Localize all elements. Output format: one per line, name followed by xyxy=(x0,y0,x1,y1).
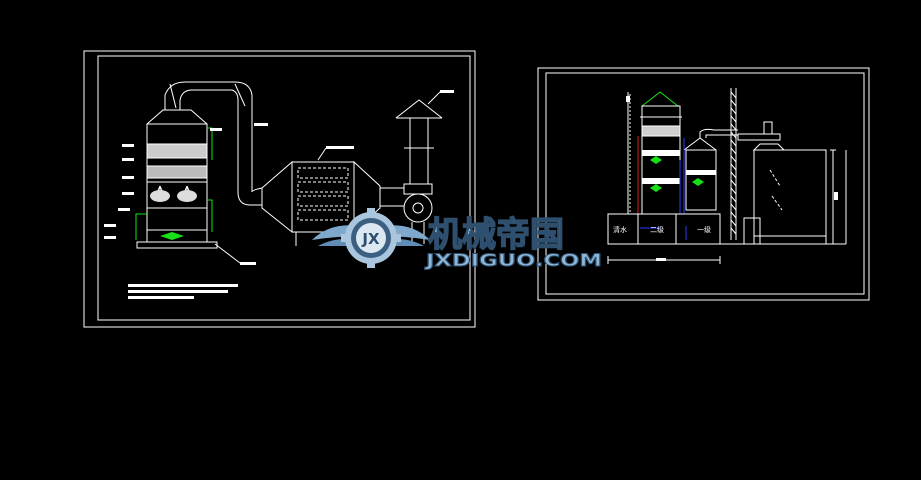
spray-scrubber-tower xyxy=(135,109,218,249)
exhaust-fan-and-stack xyxy=(380,90,454,244)
gas-duct xyxy=(164,81,268,206)
watermark-title: 机械帝国 xyxy=(428,215,564,255)
right-sheet-outer-frame xyxy=(537,67,870,301)
tower-leader-tags xyxy=(104,128,256,265)
left-sheet-outer-frame xyxy=(83,50,476,328)
water-basin xyxy=(607,213,846,245)
activated-carbon-adsorber xyxy=(261,146,381,246)
emblem-letters: JX xyxy=(361,230,380,248)
watermark-domain: JXDIGUO.COM xyxy=(425,251,602,271)
left-drawing-sheet xyxy=(83,50,476,328)
absorption-tower xyxy=(626,91,682,215)
label-stage-two: 二级 xyxy=(650,225,664,234)
right-sheet-inner-frame xyxy=(545,72,865,295)
winged-gear-emblem: JX xyxy=(312,208,430,268)
jxdiguo-watermark: JX 机械帝国 JXDIGUO.COM xyxy=(312,208,603,272)
left-sheet-notes xyxy=(128,284,238,299)
settling-tank xyxy=(752,143,847,245)
left-sheet-inner-frame xyxy=(97,55,471,321)
lattice-mast xyxy=(730,88,781,245)
label-stage-one: 一级 xyxy=(697,225,711,234)
secondary-tower xyxy=(679,128,738,214)
right-drawing-sheet: 清水 二级 一级 xyxy=(537,67,870,301)
label-clear-water: 清水 xyxy=(613,225,627,234)
dimension-lines xyxy=(607,92,721,264)
